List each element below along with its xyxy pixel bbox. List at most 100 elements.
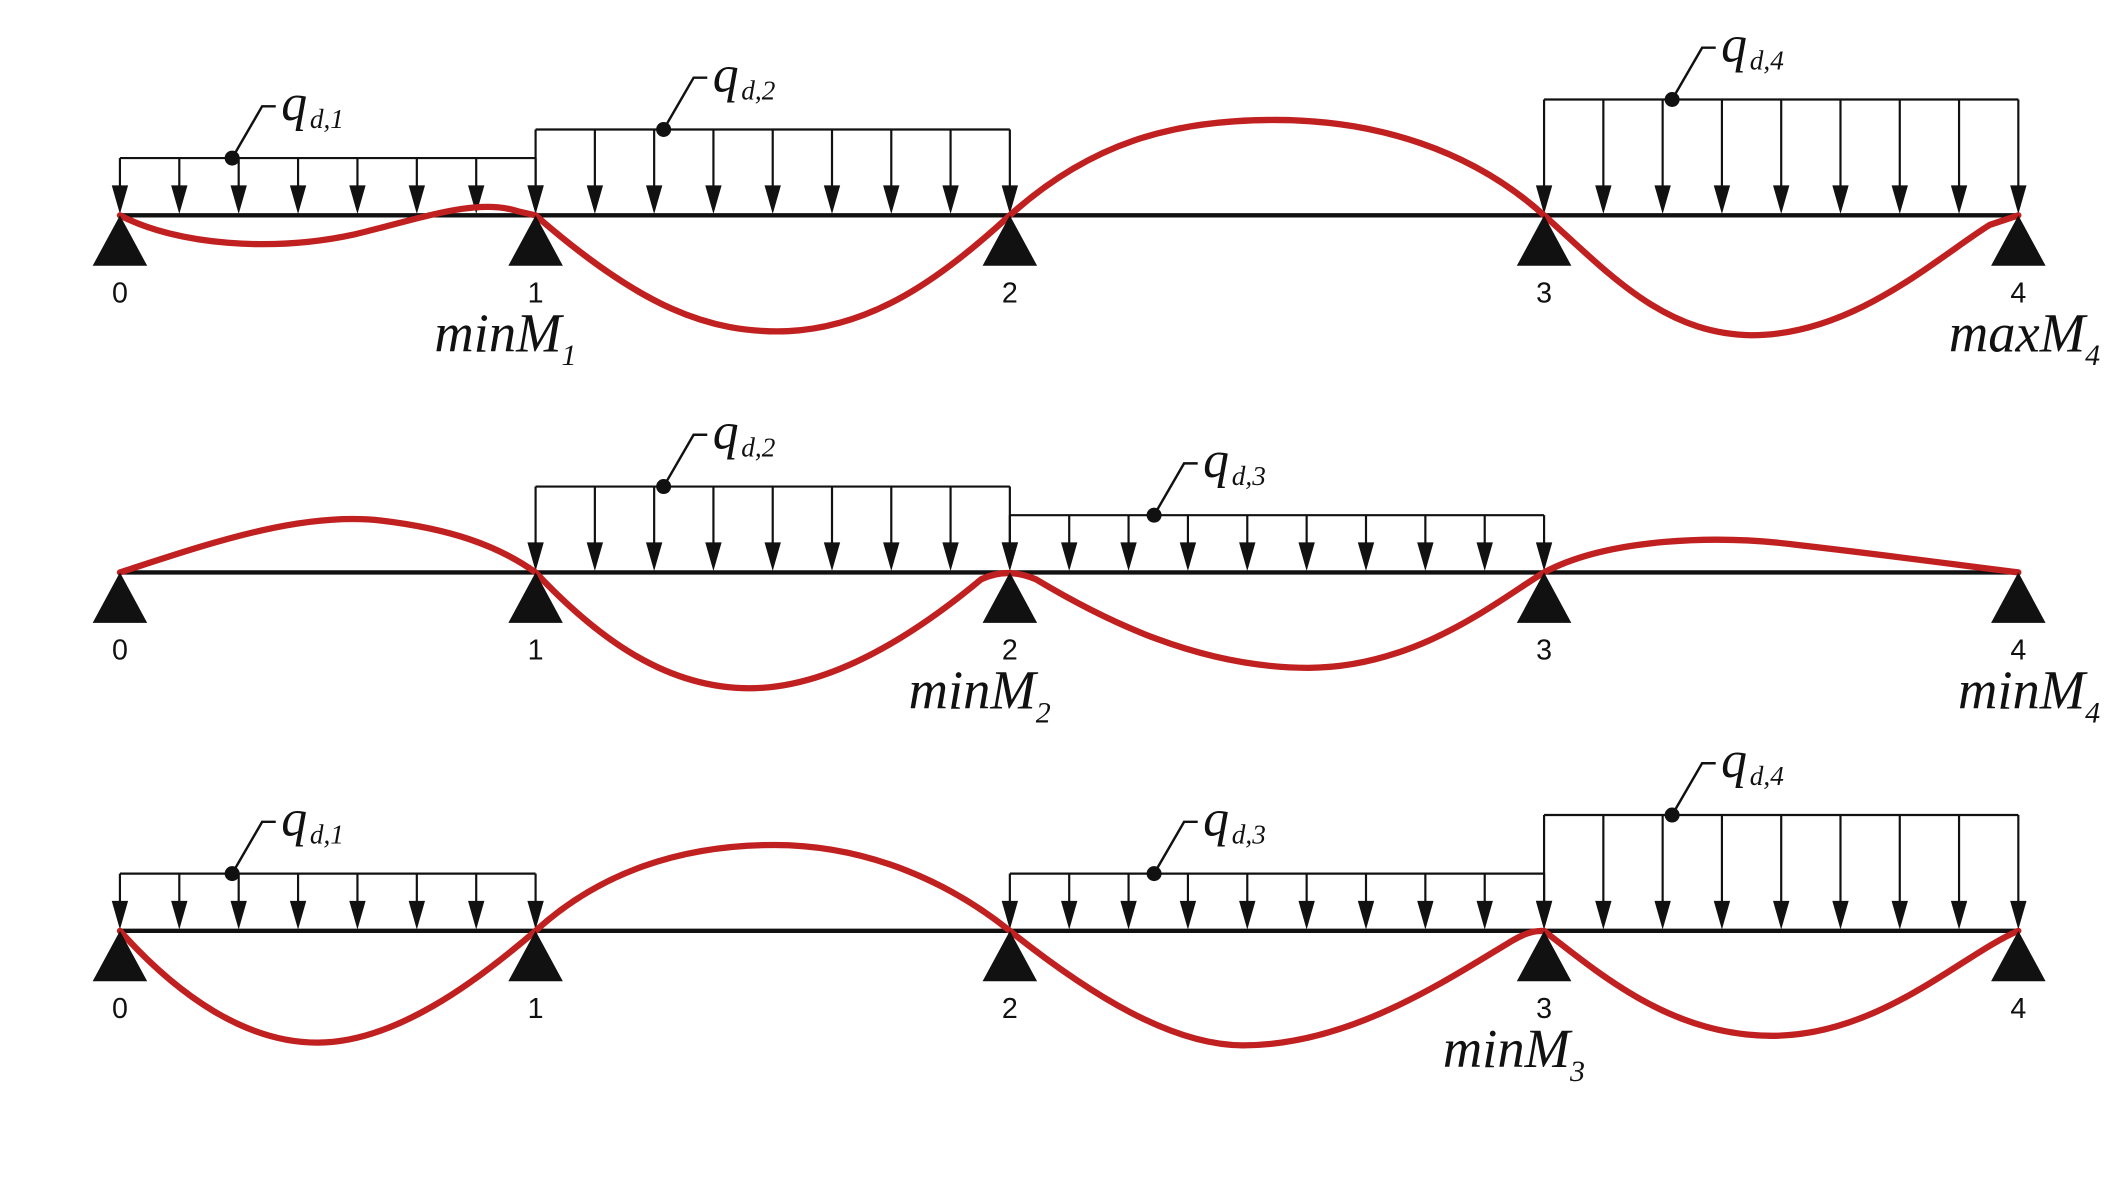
arrow-down-icon — [1001, 900, 1019, 930]
support-number: 0 — [112, 278, 128, 310]
moment-label-subscript: 4 — [2085, 696, 2100, 729]
arrow-down-icon — [1120, 900, 1137, 930]
pin-support-icon — [1516, 572, 1572, 623]
arrow-down-icon — [1595, 900, 1612, 930]
arrow-down-icon — [1179, 900, 1197, 930]
moment-label-text: maxM — [1949, 303, 2088, 364]
arrow-down-icon — [349, 185, 366, 214]
support-number: 4 — [2010, 278, 2026, 310]
load-subscript: d,3 — [1232, 820, 1266, 850]
arrow-down-icon — [1239, 900, 1256, 930]
load-leader-line — [231, 820, 276, 875]
load-marker-dot — [656, 121, 672, 137]
support-number: 1 — [528, 993, 544, 1025]
arrow-down-icon — [2010, 185, 2027, 214]
arrow-down-icon — [942, 542, 959, 572]
support-number: 3 — [1536, 278, 1552, 310]
load-symbol: q — [281, 75, 307, 132]
load-subscript: d,1 — [310, 820, 344, 850]
load-subscript: d,4 — [1750, 761, 1784, 791]
moment-label-subscript: 4 — [2085, 339, 2100, 372]
moment-label-text: minM — [1443, 1018, 1573, 1079]
load-symbol: q — [1721, 16, 1747, 73]
arrow-down-icon — [1891, 185, 1908, 214]
arrow-down-icon — [645, 542, 663, 572]
arrow-down-icon — [171, 185, 188, 214]
arrow-down-icon — [349, 900, 366, 930]
support-number: 2 — [1002, 278, 1018, 310]
load-symbol: q — [281, 790, 307, 847]
arrow-down-icon — [1832, 185, 1849, 214]
arrow-down-icon — [705, 185, 722, 214]
load-leader-line — [1153, 462, 1198, 516]
load-subscript: d,1 — [310, 104, 344, 134]
load-leader-line — [231, 105, 276, 159]
arrow-down-icon — [111, 900, 129, 930]
arrow-down-icon — [1298, 542, 1315, 572]
arrow-down-icon — [289, 900, 307, 930]
arrow-down-icon — [1239, 542, 1256, 572]
arrow-down-icon — [468, 900, 485, 930]
arrow-down-icon — [1832, 900, 1849, 930]
arrow-down-icon — [1357, 542, 1375, 572]
load-symbol: q — [713, 46, 739, 103]
support-number: 1 — [528, 635, 544, 667]
support-number: 2 — [1002, 993, 1018, 1025]
pin-support-icon — [1516, 930, 1572, 982]
arrow-down-icon — [1298, 900, 1315, 930]
moment-label: maxM4 — [1949, 303, 2100, 373]
moment-label-subscript: 2 — [1036, 696, 1051, 729]
load-leader-line — [662, 76, 708, 131]
arrow-down-icon — [586, 185, 604, 214]
arrow-down-icon — [1773, 900, 1790, 930]
pin-support-icon — [508, 215, 563, 266]
load-leader-line — [1153, 820, 1198, 875]
arrow-down-icon — [408, 900, 426, 930]
arrow-down-icon — [1001, 542, 1019, 572]
pin-support-icon — [1991, 572, 2046, 623]
arrow-down-icon — [1001, 185, 1019, 214]
arrow-down-icon — [1417, 542, 1434, 572]
arrow-down-icon — [1891, 900, 1908, 930]
arrow-down-icon — [883, 185, 900, 214]
arrow-down-icon — [705, 542, 722, 572]
arrow-down-icon — [527, 185, 544, 214]
moment-label-text: minM — [434, 303, 564, 364]
arrow-down-icon — [1535, 900, 1553, 930]
pin-support-icon — [508, 930, 563, 982]
load-symbol: q — [1203, 432, 1229, 489]
arrow-down-icon — [1476, 900, 1493, 930]
arrow-down-icon — [586, 542, 604, 572]
arrow-down-icon — [230, 900, 247, 930]
support-number: 3 — [1536, 993, 1552, 1025]
arrow-down-icon — [468, 185, 485, 214]
arrow-down-icon — [1654, 900, 1671, 930]
arrow-down-icon — [527, 900, 544, 930]
load-subscript: d,2 — [741, 433, 775, 463]
bending-moment-curve — [116, 515, 2022, 692]
arrow-down-icon — [1417, 900, 1434, 930]
arrow-down-icon — [1713, 185, 1731, 214]
arrow-down-icon — [1179, 542, 1197, 572]
support-number: 4 — [2010, 635, 2026, 667]
arrow-down-icon — [883, 542, 900, 572]
pin-support-icon — [1516, 215, 1572, 266]
load-leader-line — [1671, 761, 1716, 816]
support-number: 4 — [2010, 993, 2026, 1025]
